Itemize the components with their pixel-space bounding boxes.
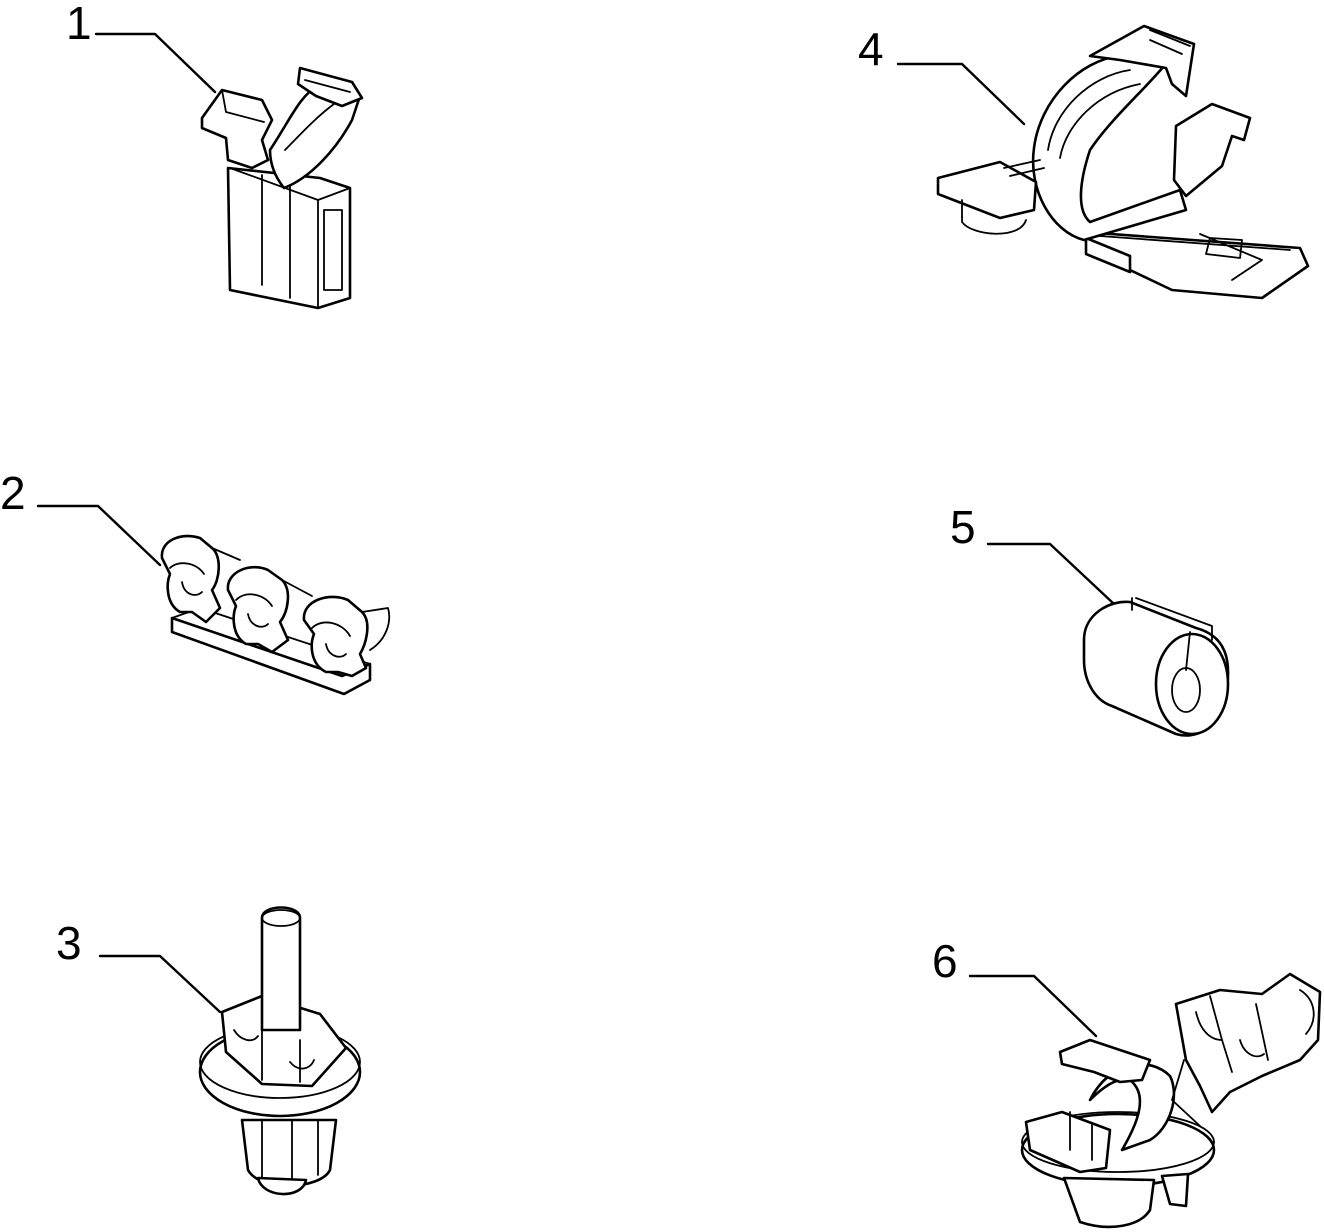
- callout-number-1: 1: [66, 0, 92, 49]
- part-2-triple-clip: [36, 504, 391, 696]
- part-6-cable-clip: [968, 972, 1322, 1229]
- part-5-grommet: [986, 542, 1230, 737]
- part-4-bracket-clip: [896, 24, 1310, 300]
- leader-line-5: [986, 542, 1116, 606]
- part-3-stud-clip: [98, 906, 362, 1196]
- part-1-clip: [94, 32, 364, 310]
- leader-line-2: [36, 504, 162, 567]
- callout-number-4: 4: [858, 23, 884, 75]
- callout-number-6: 6: [932, 935, 958, 987]
- callout-number-3: 3: [56, 917, 82, 969]
- leader-line-6: [968, 974, 1098, 1038]
- leader-line-3: [98, 954, 222, 1014]
- leader-line-4: [896, 62, 1026, 126]
- callout-number-2: 2: [0, 467, 26, 519]
- callout-number-5: 5: [950, 501, 976, 553]
- leader-line-1: [94, 32, 217, 94]
